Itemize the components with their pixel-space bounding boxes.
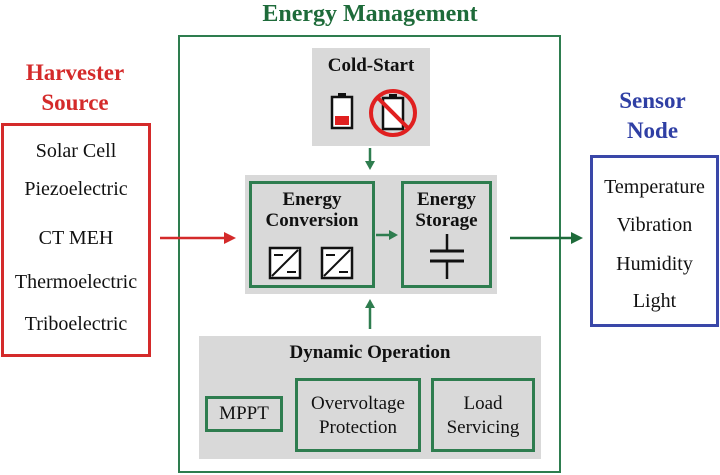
no-battery-icon (369, 89, 417, 137)
overvoltage-line2: Protection (318, 417, 398, 438)
harvester-source-box: Solar Cell Piezoelectric CT MEH Thermoel… (1, 123, 151, 357)
mppt-box: MPPT (205, 396, 283, 432)
mppt-label: MPPT (219, 403, 269, 424)
energy-management-title: Energy Management (262, 1, 478, 27)
harvester-source-title: Harvester Source (0, 58, 150, 118)
arrow-dynamic-up (365, 299, 375, 329)
cold-start-panel: Cold-Start (312, 48, 430, 146)
energy-storage-title: Energy Storage (404, 189, 489, 231)
harvester-item: Thermoelectric (14, 271, 138, 293)
sensor-item: Vibration (616, 214, 693, 236)
load-line2: Servicing (446, 417, 520, 438)
storage-title-line2: Storage (415, 210, 478, 231)
conversion-title-line2: Conversion (265, 210, 359, 231)
cold-start-title: Cold-Start (327, 55, 415, 76)
sensor-item: Humidity (616, 253, 693, 275)
sensor-node-title: Sensor Node (585, 86, 720, 146)
energy-conversion-title: Energy Conversion (252, 189, 372, 231)
harvester-title-line2: Source (41, 90, 109, 115)
energy-conversion-box: Energy Conversion (249, 181, 375, 288)
arrow-storage-to-sensor (510, 232, 583, 244)
converter-icon (268, 246, 302, 280)
harvester-item: Solar Cell (35, 140, 117, 162)
conversion-title-line1: Energy (282, 189, 342, 210)
converter-icon (320, 246, 354, 280)
battery-low-icon (330, 93, 354, 130)
harvester-item: CT MEH (38, 227, 114, 249)
capacitor-icon (430, 234, 464, 279)
energy-management-frame (178, 35, 561, 473)
harvester-item: Triboelectric (24, 313, 128, 335)
storage-title-line1: Energy (416, 189, 477, 210)
sensor-node-box: Temperature Vibration Humidity Light (590, 155, 719, 327)
sensor-title-line1: Sensor (619, 88, 686, 113)
arrow-cold-start-down (365, 148, 375, 170)
energy-storage-box: Energy Storage (401, 181, 492, 288)
harvester-title-line1: Harvester (25, 60, 125, 85)
harvester-item: Piezoelectric (24, 178, 128, 200)
load-servicing-box: Load Servicing (431, 378, 535, 452)
sensor-title-line2: Node (626, 118, 679, 143)
sensor-item: Temperature (604, 176, 705, 198)
sensor-item: Light (632, 290, 677, 312)
arrow-conversion-to-storage (376, 230, 398, 240)
load-line1: Load (463, 393, 503, 414)
overvoltage-protection-box: Overvoltage Protection (295, 378, 421, 452)
overvoltage-line1: Overvoltage (311, 393, 405, 414)
dynamic-operation-title: Dynamic Operation (289, 342, 451, 363)
arrow-harvester-to-conversion (160, 232, 236, 244)
